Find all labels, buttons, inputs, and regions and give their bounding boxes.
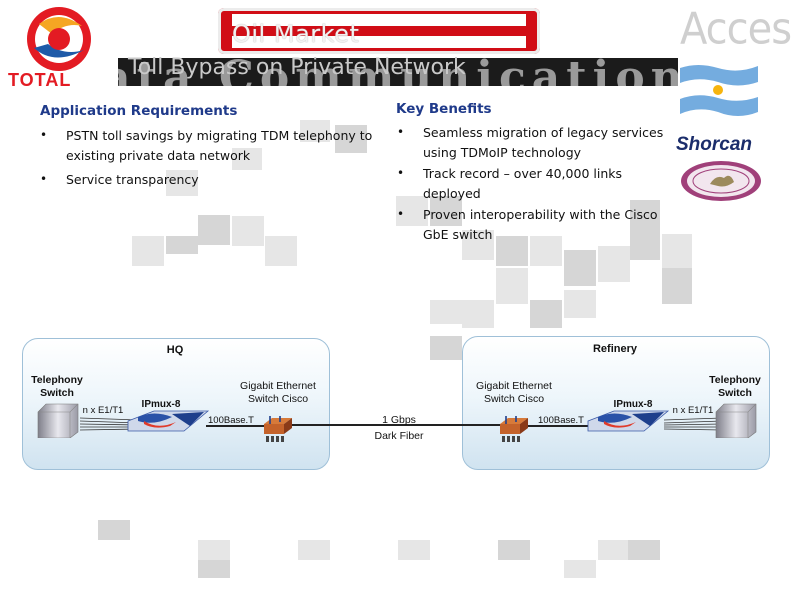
list-item: •PSTN toll savings by migrating TDM tele… [40,128,373,163]
link-medium-label: Dark Fiber [374,430,424,442]
list-item: •Service transparency [40,172,199,187]
refinery-telephony-switch-icon [714,402,758,442]
refinery-cisco-switch-icon [498,416,530,448]
hq-gbe-switch-label: Gigabit Ethernet Switch Cisco [240,380,316,405]
refinery-e1-label: n x E1/T1 [672,405,714,416]
benefit-text: Seamless migration of legacy services us… [423,125,664,160]
page-subtitle: Toll Bypass on Private Network [128,55,466,80]
hq-100baset-label: 100Base.T [208,415,254,426]
benefits-heading: Key Benefits [396,101,492,117]
total-logo [14,4,104,92]
refinery-telephony-switch-label: Telephony Switch [709,374,761,399]
list-item: •Seamless migration of legacy services u… [397,125,664,160]
data-communications-banner: Data Communications [118,58,678,86]
link-speed-label: 1 Gbps [382,414,416,426]
list-item: •Track record – over 40,000 links deploy… [397,166,622,201]
hq-100baset-line [206,425,266,427]
page-title: Oil Market [232,20,360,48]
requirements-heading: Application Requirements [40,103,238,119]
partner-seal-logo [680,160,762,202]
total-logo-text: TOTAL [8,70,72,90]
hq-ipmux-label: IPmux-8 [141,399,181,410]
refinery-panel [462,336,770,470]
shorcan-logo-text: Shorcan [676,134,753,155]
hq-telephony-switch-icon [36,402,80,442]
refinery-100baset-line [528,425,588,427]
access-label: Access [680,3,792,55]
refinery-ipmux-label: IPmux-8 [613,399,653,410]
refinery-e1-lines [663,416,723,436]
argentina-flag-icon [678,62,760,118]
requirement-text: PSTN toll savings by migrating TDM telep… [66,128,373,163]
shorcan-logo: Shorcan [676,134,752,156]
refinery-title: Refinery [592,343,638,355]
list-item: •Proven interoperability with the Cisco … [397,207,658,242]
benefits-list: •Seamless migration of legacy services u… [397,123,673,246]
requirements-list: •PSTN toll savings by migrating TDM tele… [40,126,386,195]
refinery-100baset-label: 100Base.T [538,415,584,426]
benefit-text: Proven interoperability with the Cisco G… [423,207,658,242]
hq-ipmux-icon [124,408,210,438]
hq-title: HQ [166,344,184,356]
refinery-ipmux-icon [584,408,670,438]
hq-e1-label: n x E1/T1 [82,405,124,416]
hq-cisco-switch-icon [262,416,294,448]
rad-logo [218,8,540,54]
benefit-text: Track record – over 40,000 links deploye… [423,166,622,201]
hq-telephony-switch-label: Telephony Switch [31,374,83,399]
requirement-text: Service transparency [66,172,199,187]
dark-fiber-link [292,424,500,426]
banner-text: Data Communications [118,58,678,86]
refinery-gbe-switch-label: Gigabit Ethernet Switch Cisco [476,380,552,405]
